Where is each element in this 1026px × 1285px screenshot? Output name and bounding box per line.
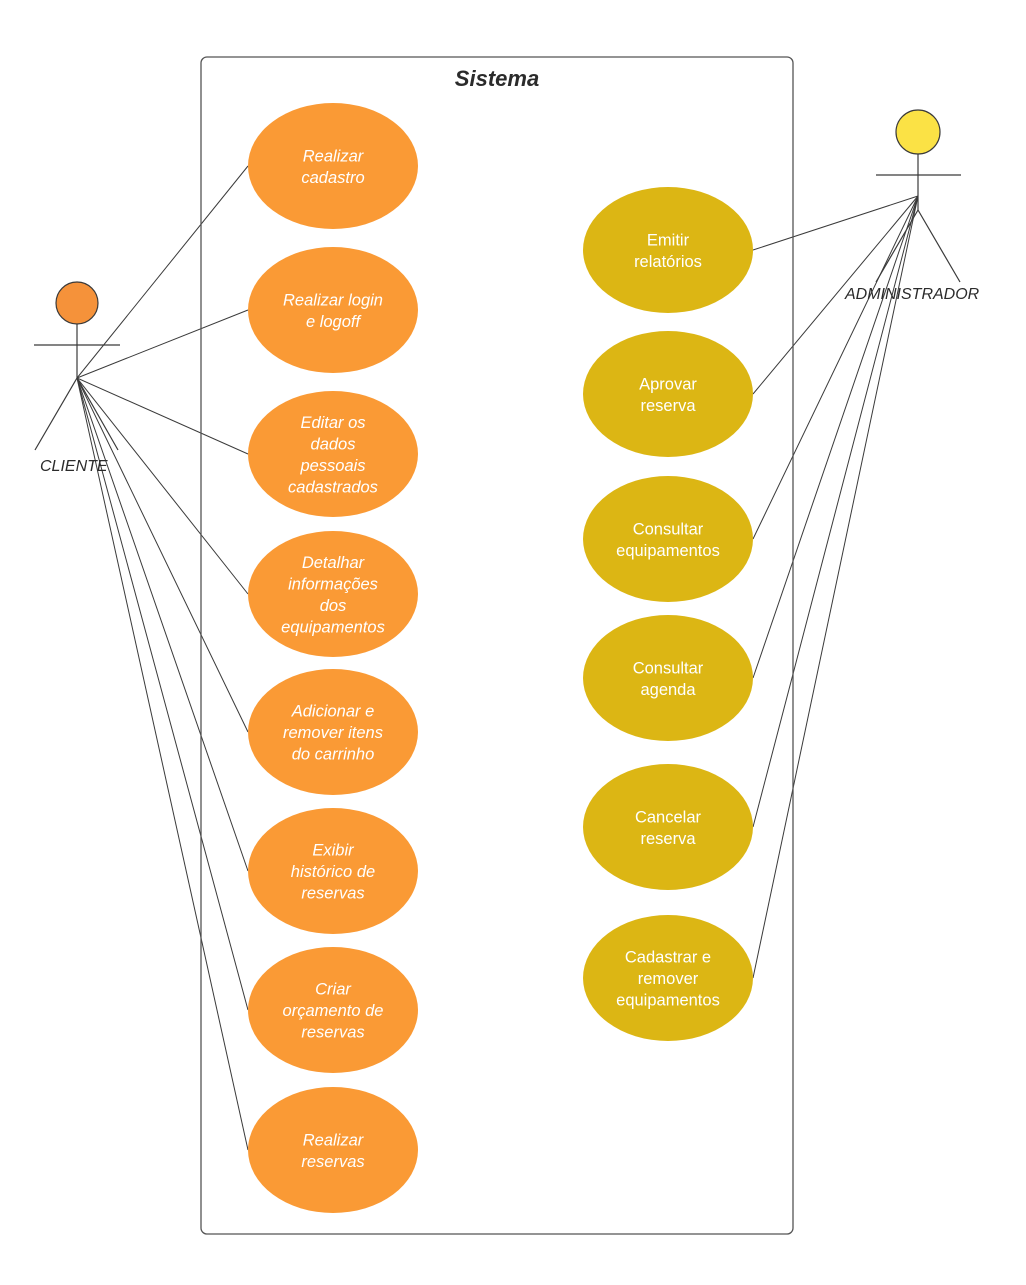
actor-cliente-head-icon [55,281,99,325]
cliente-usecase-1[interactable]: Realizar cadastro [248,103,418,229]
cliente-usecase-label: Editar os [300,414,365,432]
administrador-usecase-1[interactable]: Emitir relatórios [583,187,753,313]
administrador-usecase-label: equipamentos [616,542,720,560]
cliente-usecase-shape [248,247,418,373]
administrador-usecase-label: relatórios [634,253,702,271]
cliente-association-5 [76,377,249,733]
cliente-usecase-4[interactable]: Detalhar informações dos equipamentos [248,531,418,657]
system-boundary [200,56,794,1235]
administrador-usecase-shape [583,764,753,890]
cliente-usecase-label: Realizar [303,147,365,165]
administrador-usecase-shape [583,915,753,1041]
administrador-association-1 [752,195,919,251]
cliente-usecase-label: Adicionar e [291,703,375,721]
association-lines [76,165,919,1151]
administrador-association-6 [752,195,919,979]
cliente-association-3 [76,377,249,455]
cliente-association-4 [76,377,249,595]
cliente-usecase-3[interactable]: Editar os dados pessoais cadastrados [248,391,418,517]
actor-administrador-left-leg [875,209,919,283]
cliente-usecase-shape [248,103,418,229]
cliente-usecase-2[interactable]: Realizar login e logoff [248,247,418,373]
administrador-usecase-label: reserva [640,830,696,848]
actor-administrador[interactable]: ADMINISTRADOR [844,109,980,303]
cliente-usecase-5[interactable]: Adicionar e remover itens do carrinho [248,669,418,795]
cliente-association-8 [76,377,249,1151]
cliente-usecase-label: remover itens [283,724,383,742]
cliente-usecase-label: cadastro [301,169,364,187]
administrador-usecase-3[interactable]: Consultar equipamentos [583,476,753,602]
cliente-usecase-label: cadastrados [288,478,378,496]
actor-administrador-label: ADMINISTRADOR [844,286,980,303]
cliente-usecase-label: histórico de [291,863,375,881]
cliente-usecase-label: Criar [315,981,352,999]
administrador-usecase-shape [583,476,753,602]
administrador-usecase-shape [583,187,753,313]
cliente-usecase-label: dados [311,435,356,453]
cliente-usecase-shape [248,669,418,795]
administrador-usecase-5[interactable]: Cancelar reserva [583,764,753,890]
administrador-usecase-label: agenda [640,681,696,699]
cliente-usecase-label: orçamento de [283,1002,384,1020]
cliente-association-6 [76,377,249,872]
administrador-association-2 [752,195,919,395]
cliente-usecase-label: reservas [301,1024,364,1042]
cliente-usecase-shape [248,391,418,517]
cliente-usecase-shape [248,531,418,657]
administrador-usecase-label: Emitir [647,231,690,249]
cliente-usecase-label: do carrinho [292,746,375,764]
administrador-usecase-label: Aprovar [639,375,697,393]
administrador-usecase-label: Cadastrar e [625,949,711,967]
actor-administrador-right-leg [917,209,961,283]
administrador-usecase-label: reserva [640,397,696,415]
cliente-usecase-label: Exibir [312,842,355,860]
cliente-usecase-8[interactable]: Realizar reservas [248,1087,418,1213]
administrador-usecase-4[interactable]: Consultar agenda [583,615,753,741]
system-title: Sistema [455,66,539,91]
administrador-usecase-6[interactable]: Cadastrar e remover equipamentos [583,915,753,1041]
cliente-usecase-7[interactable]: Criar orçamento de reservas [248,947,418,1073]
cliente-association-1 [76,165,249,379]
administrador-usecase-label: Consultar [633,659,704,677]
cliente-usecase-label: Detalhar [302,554,366,572]
cliente-usecase-label: dos [320,597,347,615]
administrador-association-5 [752,195,919,828]
cliente-usecase-label: Realizar login [283,291,383,309]
cliente-usecase-label: informações [288,575,378,593]
cliente-usecase-shape [248,808,418,934]
actor-administrador-head-icon [895,109,941,155]
cliente-usecase-shape [248,947,418,1073]
administrador-usecase-label: Consultar [633,520,704,538]
administrador-association-3 [752,195,919,540]
actor-cliente-right-leg [76,377,119,451]
actor-cliente-left-leg [34,377,78,451]
cliente-usecase-label: Realizar [303,1131,365,1149]
cliente-usecase-label: pessoais [299,457,365,475]
cliente-usecase-label: reservas [301,1153,364,1171]
administrador-association-4 [752,195,919,679]
actor-cliente-label: CLIENTE [40,458,108,475]
cliente-association-7 [76,377,249,1011]
cliente-usecase-label: reservas [301,885,364,903]
administrador-usecase-shape [583,615,753,741]
cliente-association-2 [76,309,249,379]
administrador-usecase-label: Cancelar [635,808,702,826]
administrador-usecase-2[interactable]: Aprovar reserva [583,331,753,457]
actor-cliente[interactable]: CLIENTE [34,281,120,475]
cliente-usecase-label: equipamentos [281,618,385,636]
cliente-usecase-shape [248,1087,418,1213]
administrador-usecase-label: remover [638,970,699,988]
administrador-usecase-shape [583,331,753,457]
cliente-usecase-6[interactable]: Exibir histórico de reservas [248,808,418,934]
administrador-usecase-label: equipamentos [616,992,720,1010]
cliente-usecase-label: e logoff [306,313,363,331]
